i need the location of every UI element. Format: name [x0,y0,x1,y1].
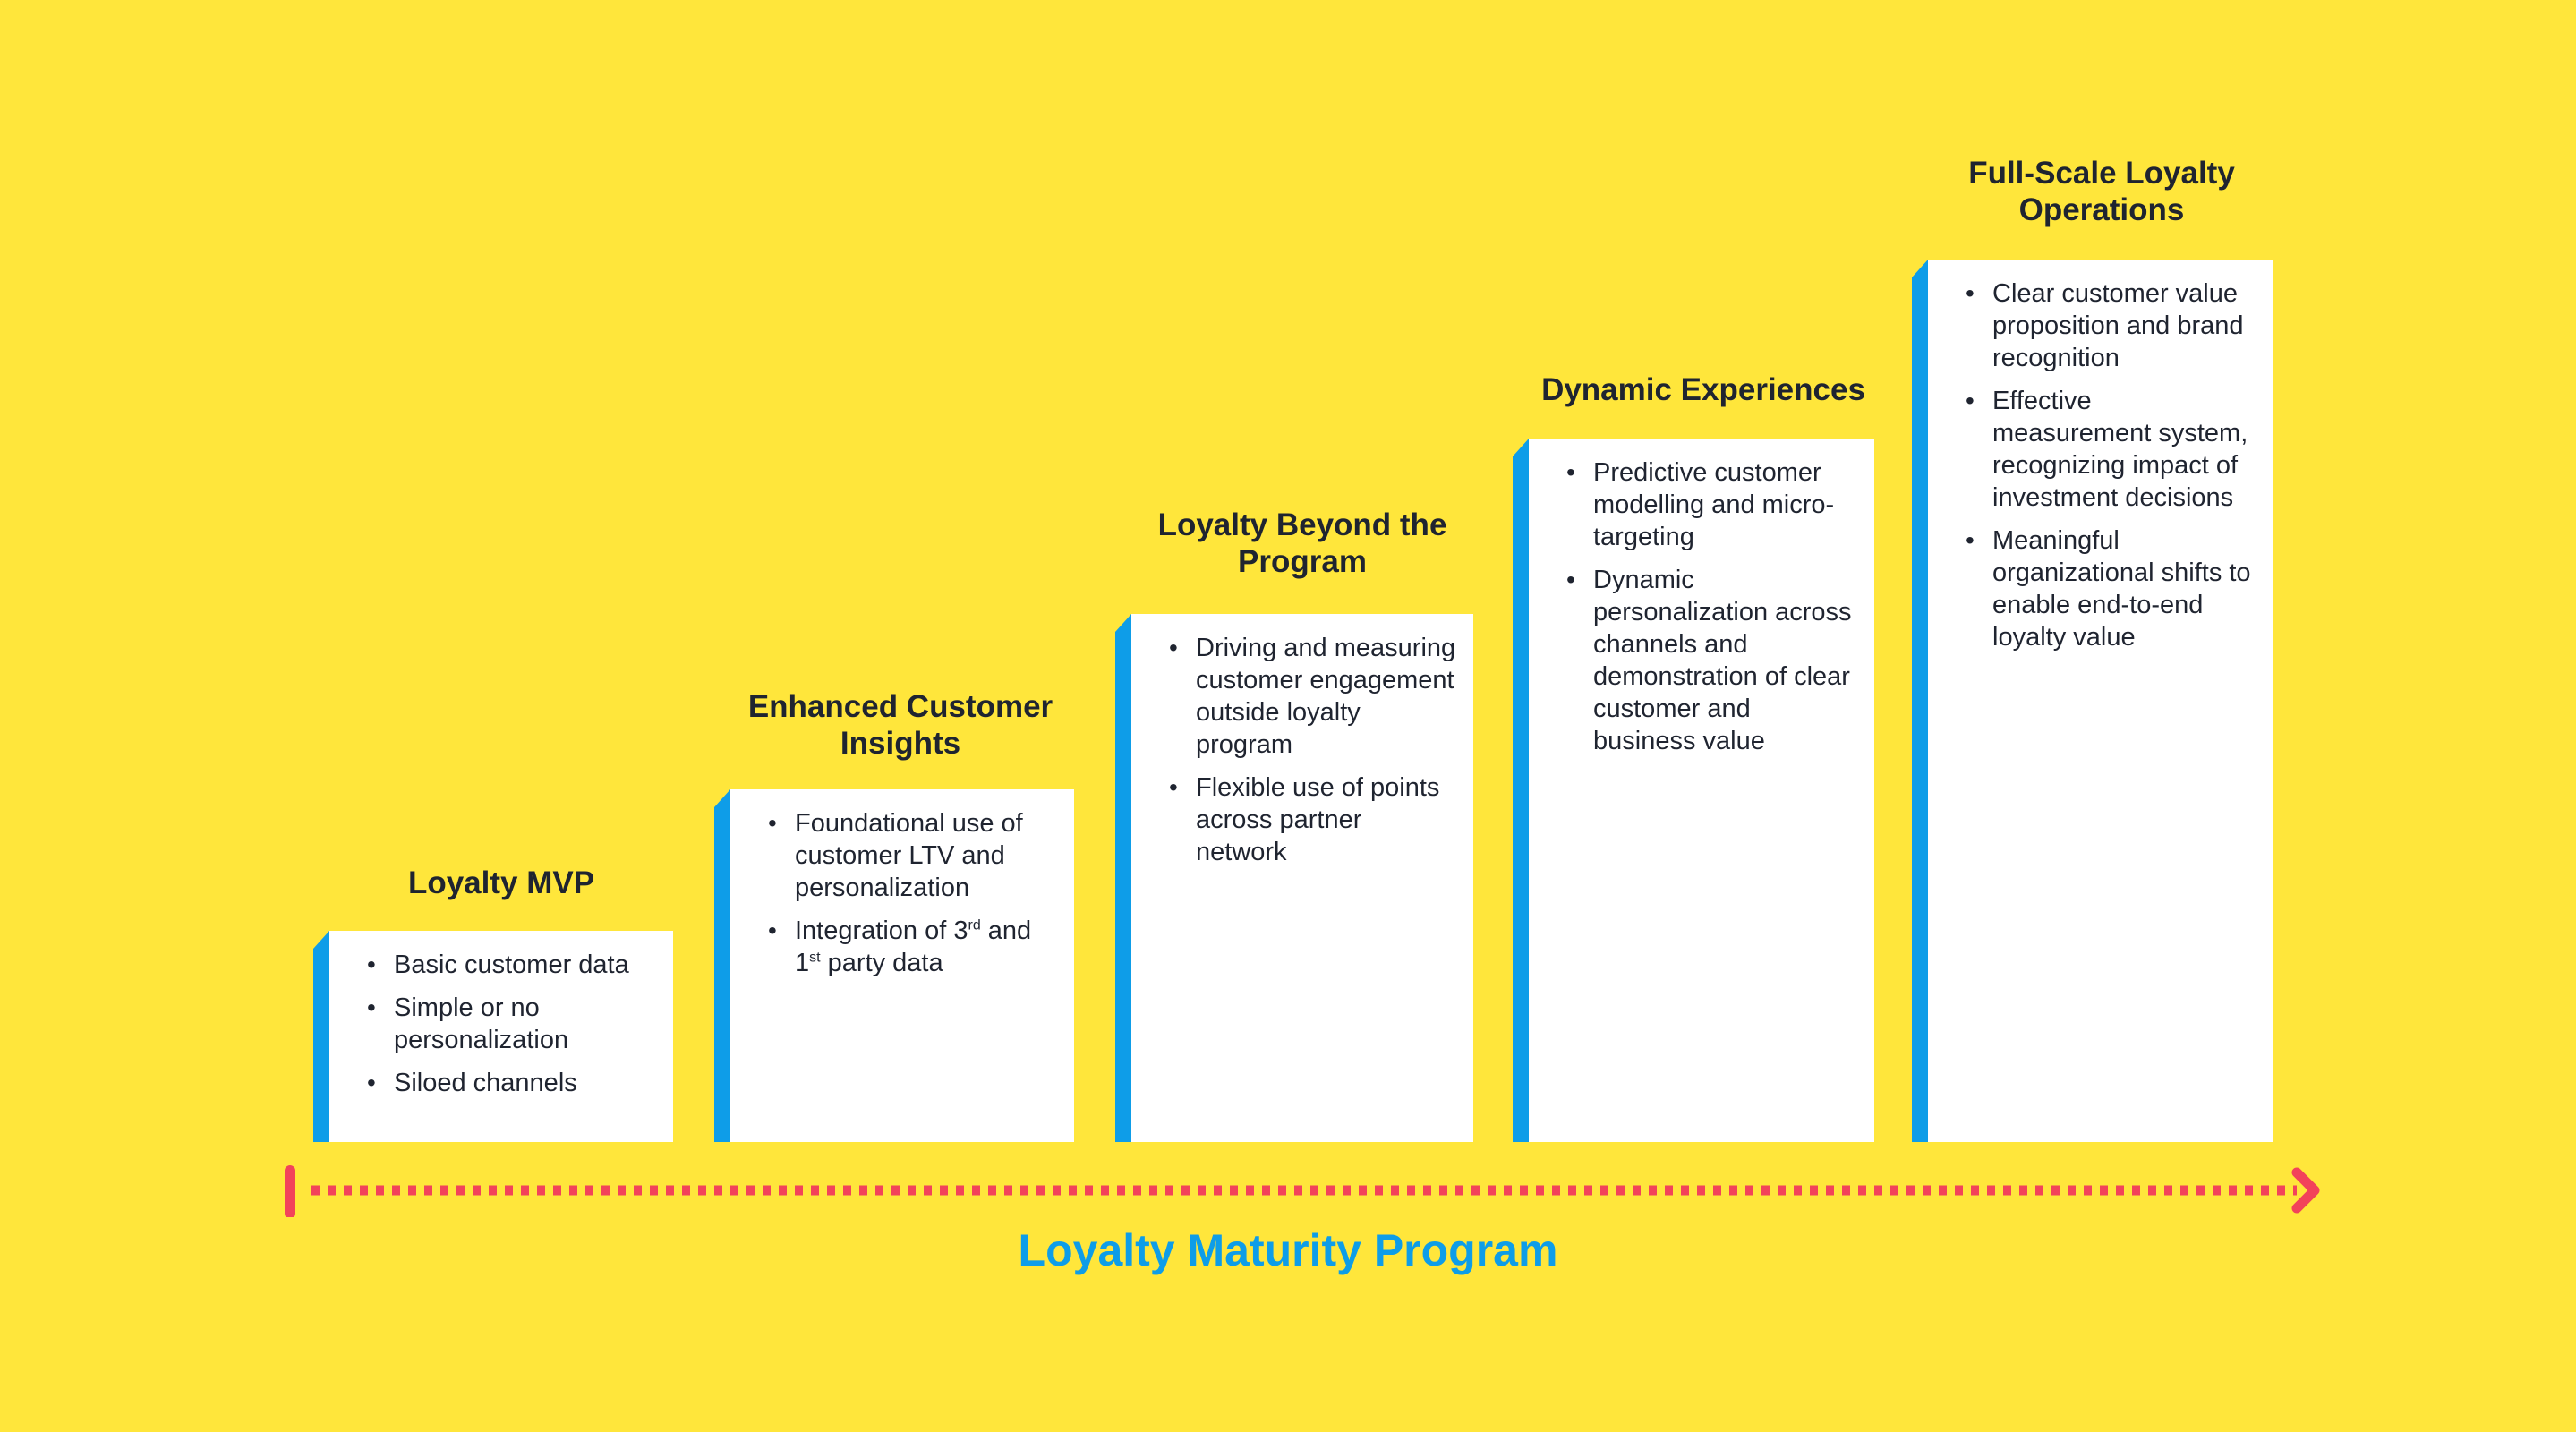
bullet-item: Driving and measuring customer engagemen… [1167,632,1457,761]
bullet-item: Meaningful organizational shifts to enab… [1964,524,2257,653]
card-accent-bar [1912,260,1928,1142]
bullet-item: Integration of 3rd and 1st party data [766,915,1058,979]
stage-bullet-list: Predictive customer modelling and micro-… [1565,456,1858,757]
stage-card: Foundational use of customer LTV and per… [714,789,1074,1142]
superscript: rd [968,917,981,933]
superscript: st [809,950,821,966]
stage-title: Full-Scale Loyalty Operations [1968,156,2235,227]
stage-bullet-list: Driving and measuring customer engagemen… [1167,632,1457,868]
bullet-item: Predictive customer modelling and micro-… [1565,456,1858,553]
card-accent-bar [313,931,329,1142]
bullet-item: Dynamic personalization across channels … [1565,564,1858,757]
axis-arrow-head-icon [2291,1167,2320,1214]
bullet-text: Integration of 3 [795,916,968,945]
bullet-item: Effective measurement system, recognizin… [1964,385,2257,514]
bullet-item: Basic customer data [365,949,657,981]
stage-card: Driving and measuring customer engagemen… [1115,614,1473,1142]
stage-bullet-list: Clear customer value proposition and bra… [1964,277,2257,653]
stage-title: Enhanced Customer Insights [747,689,1053,761]
stage-card: Clear customer value proposition and bra… [1912,260,2273,1142]
stage-bullet-list: Foundational use of customer LTV and per… [766,807,1058,979]
stage-card: Basic customer data Simple or no persona… [313,931,673,1142]
card-accent-bar [714,789,730,1142]
stage-card: Predictive customer modelling and micro-… [1513,439,1874,1142]
card-accent-bar [1513,439,1529,1142]
stage-title: Loyalty Beyond the Program [1157,507,1447,579]
bullet-text: party data [820,949,943,977]
bullet-text: and 1 [795,916,1032,977]
maturity-axis-arrow [285,1165,2320,1217]
bullet-item: Clear customer value proposition and bra… [1964,277,2257,374]
bullet-item: Siloed channels [365,1067,657,1099]
stage-title: Loyalty MVP [407,865,595,900]
bullet-item: Simple or no personalization [365,992,657,1056]
stage-bullet-list: Basic customer data Simple or no persona… [365,949,657,1099]
bullet-item: Flexible use of points across partner ne… [1167,771,1457,868]
stage-title: Dynamic Experiences [1541,372,1865,407]
bullet-item: Foundational use of customer LTV and per… [766,807,1058,904]
axis-label: Loyalty Maturity Program [1018,1225,1558,1275]
card-accent-bar [1115,614,1131,1142]
